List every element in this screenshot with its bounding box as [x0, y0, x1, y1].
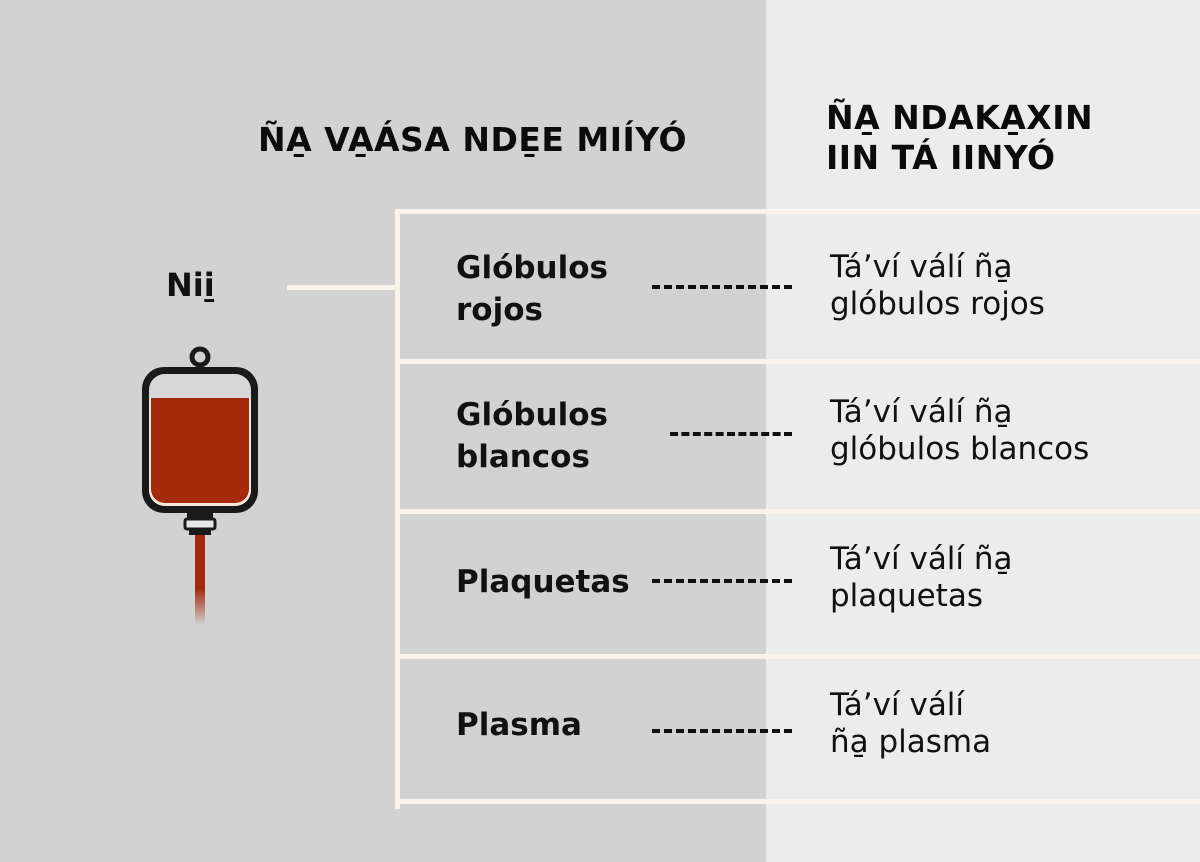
- heading-components-text: ÑA̱ VA̱ÁSA NDE̱E MIÍYÓ: [258, 120, 688, 159]
- components-table: Glóbulos rojos Tá’ví válí ña̱ glóbulos r…: [395, 209, 1200, 809]
- dashed-connector: [652, 729, 792, 733]
- component-name: Plaquetas: [456, 564, 630, 600]
- component-description: Tá’ví válí ña̱ glóbulos rojos: [830, 249, 1045, 322]
- dashed-connector: [670, 432, 792, 436]
- component-row-red-cells: Glóbulos rojos Tá’ví válí ña̱ glóbulos r…: [400, 209, 1200, 354]
- component-row-platelets: Plaquetas Tá’ví válí ña̱ plaquetas: [400, 509, 1200, 654]
- heading-components: ÑA̱ VA̱ÁSA NDE̱E MIÍYÓ: [258, 120, 687, 160]
- component-description: Tá’ví válí ña̱ plasma: [830, 687, 992, 760]
- component-row-white-cells: Glóbulos blancos Tá’ví válí ña̱ glóbulos…: [400, 359, 1200, 504]
- blood-label: Nii̱: [166, 266, 215, 304]
- component-row-plasma: Plasma Tá’ví válí ña̱ plasma: [400, 654, 1200, 804]
- heading-treatments: ÑA̱ NDAKA̱XIN IIN TÁ IINYÓ: [826, 98, 1093, 178]
- blood-bag-icon: [130, 345, 270, 635]
- component-name: Plasma: [456, 707, 582, 743]
- component-name: Glóbulos rojos: [456, 250, 609, 328]
- heading-treatments-line2: IIN TÁ IINYÓ: [826, 138, 1056, 177]
- heading-treatments-line1: ÑA̱ NDAKA̱XIN: [826, 98, 1094, 137]
- dashed-connector: [652, 579, 792, 583]
- right-panel-background: [766, 0, 1200, 862]
- component-description: Tá’ví válí ña̱ plaquetas: [830, 541, 1013, 614]
- dashed-connector: [652, 285, 792, 289]
- component-description: Tá’ví válí ña̱ glóbulos blancos: [830, 394, 1090, 467]
- component-name: Glóbulos blancos: [456, 397, 609, 475]
- connector-line: [287, 285, 397, 290]
